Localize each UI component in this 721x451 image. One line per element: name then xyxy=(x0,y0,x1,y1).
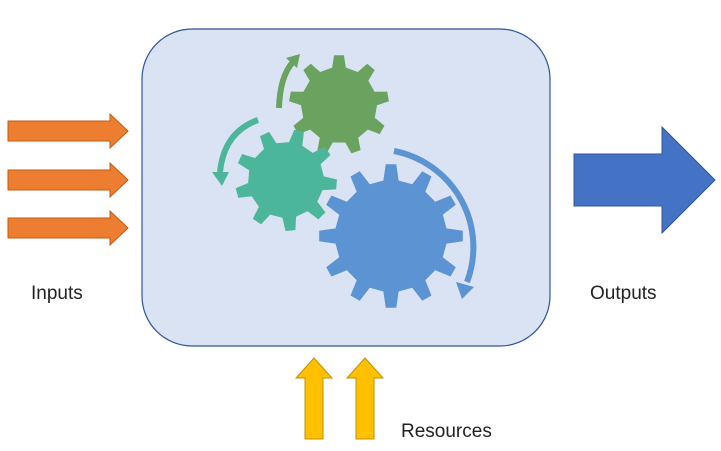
gear-icon-teal xyxy=(235,129,337,231)
curved-arrow-head-teal xyxy=(212,172,229,186)
resource-arrow-2 xyxy=(345,357,385,440)
input-arrow-3 xyxy=(7,209,129,247)
curved-arrow-head-blue xyxy=(456,282,474,299)
input-arrow-1 xyxy=(7,112,129,150)
resource-arrow-1 xyxy=(294,357,334,440)
resource-arrows xyxy=(294,357,385,440)
output-arrow xyxy=(573,125,716,235)
inputs-label: Inputs xyxy=(31,283,83,304)
gear-icon-dark-green xyxy=(289,55,389,154)
input-arrows xyxy=(7,112,129,247)
curved-arrow-icon-green xyxy=(276,59,296,109)
rotation-arrows xyxy=(212,54,477,299)
outputs-label: Outputs xyxy=(590,283,657,304)
gear-icon-blue xyxy=(319,164,463,308)
curved-arrow-icon-blue xyxy=(393,148,477,284)
curved-arrow-icon-teal xyxy=(217,117,260,173)
gears-group xyxy=(235,55,463,308)
curved-arrow-head-green xyxy=(286,54,300,68)
resources-label: Resources xyxy=(401,421,492,442)
input-arrow-2 xyxy=(7,161,129,199)
